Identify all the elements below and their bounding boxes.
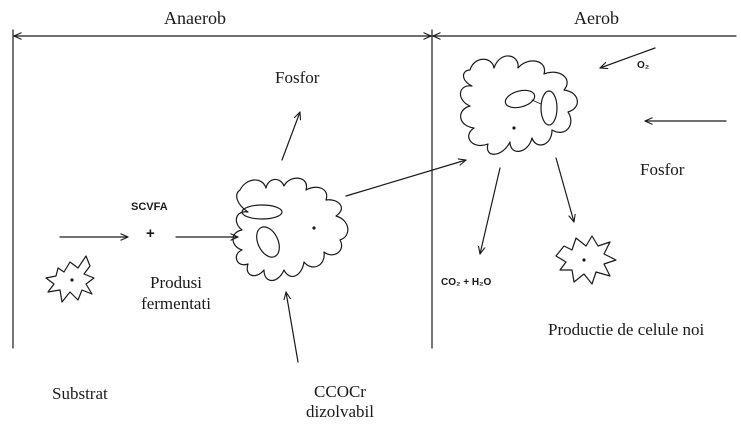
anaerobic-cell-nucleus [313, 227, 315, 229]
new-cell [556, 236, 616, 284]
soluble-cod-label: CCOCr dizolvabil [290, 382, 390, 422]
anaerobic-cell [233, 178, 348, 280]
phosphorus-uptake-label: Fosfor [640, 160, 684, 180]
aerobic-cell [460, 56, 577, 154]
anaerobic-cell-granule-bottom [252, 223, 284, 260]
substrate-cell [46, 256, 94, 302]
aerobic-cell-granule-right [541, 91, 557, 125]
substrate-label: Substrat [52, 384, 108, 404]
phosphorus-release-label: Fosfor [275, 68, 319, 88]
scvfa-label: SCVFA [131, 201, 168, 213]
aerobic-zone-label: Aerob [570, 8, 623, 29]
transfer-arrow [346, 160, 466, 196]
co2-arrow [480, 168, 500, 254]
new-cells-label: Productie de celule noi [548, 320, 704, 340]
fermented-products-text: Produsi fermentati [141, 273, 211, 313]
soluble-cod-line-1: CCOCr [290, 382, 390, 402]
aerobic-cell-inner-arrow [532, 100, 541, 104]
anaerobic-zone-label: Anaerob [160, 8, 230, 29]
phosphorus-release-arrow [282, 112, 300, 160]
soluble-cod-arrow [286, 292, 298, 362]
new-cell-arrow [556, 158, 574, 222]
oxygen-label: O₂ [637, 60, 649, 71]
fermented-products-label: Produsi fermentati [128, 272, 224, 314]
new-cell-nucleus [583, 259, 585, 261]
aerobic-cell-granule-left [503, 87, 536, 110]
soluble-cod-line-2: dizolvabil [290, 402, 390, 422]
plus-sign: + [146, 225, 155, 242]
aerobic-cell-nucleus [513, 127, 515, 129]
substrate-cell-nucleus [71, 279, 73, 281]
co2-water-label: CO₂ + H₂O [441, 277, 491, 288]
